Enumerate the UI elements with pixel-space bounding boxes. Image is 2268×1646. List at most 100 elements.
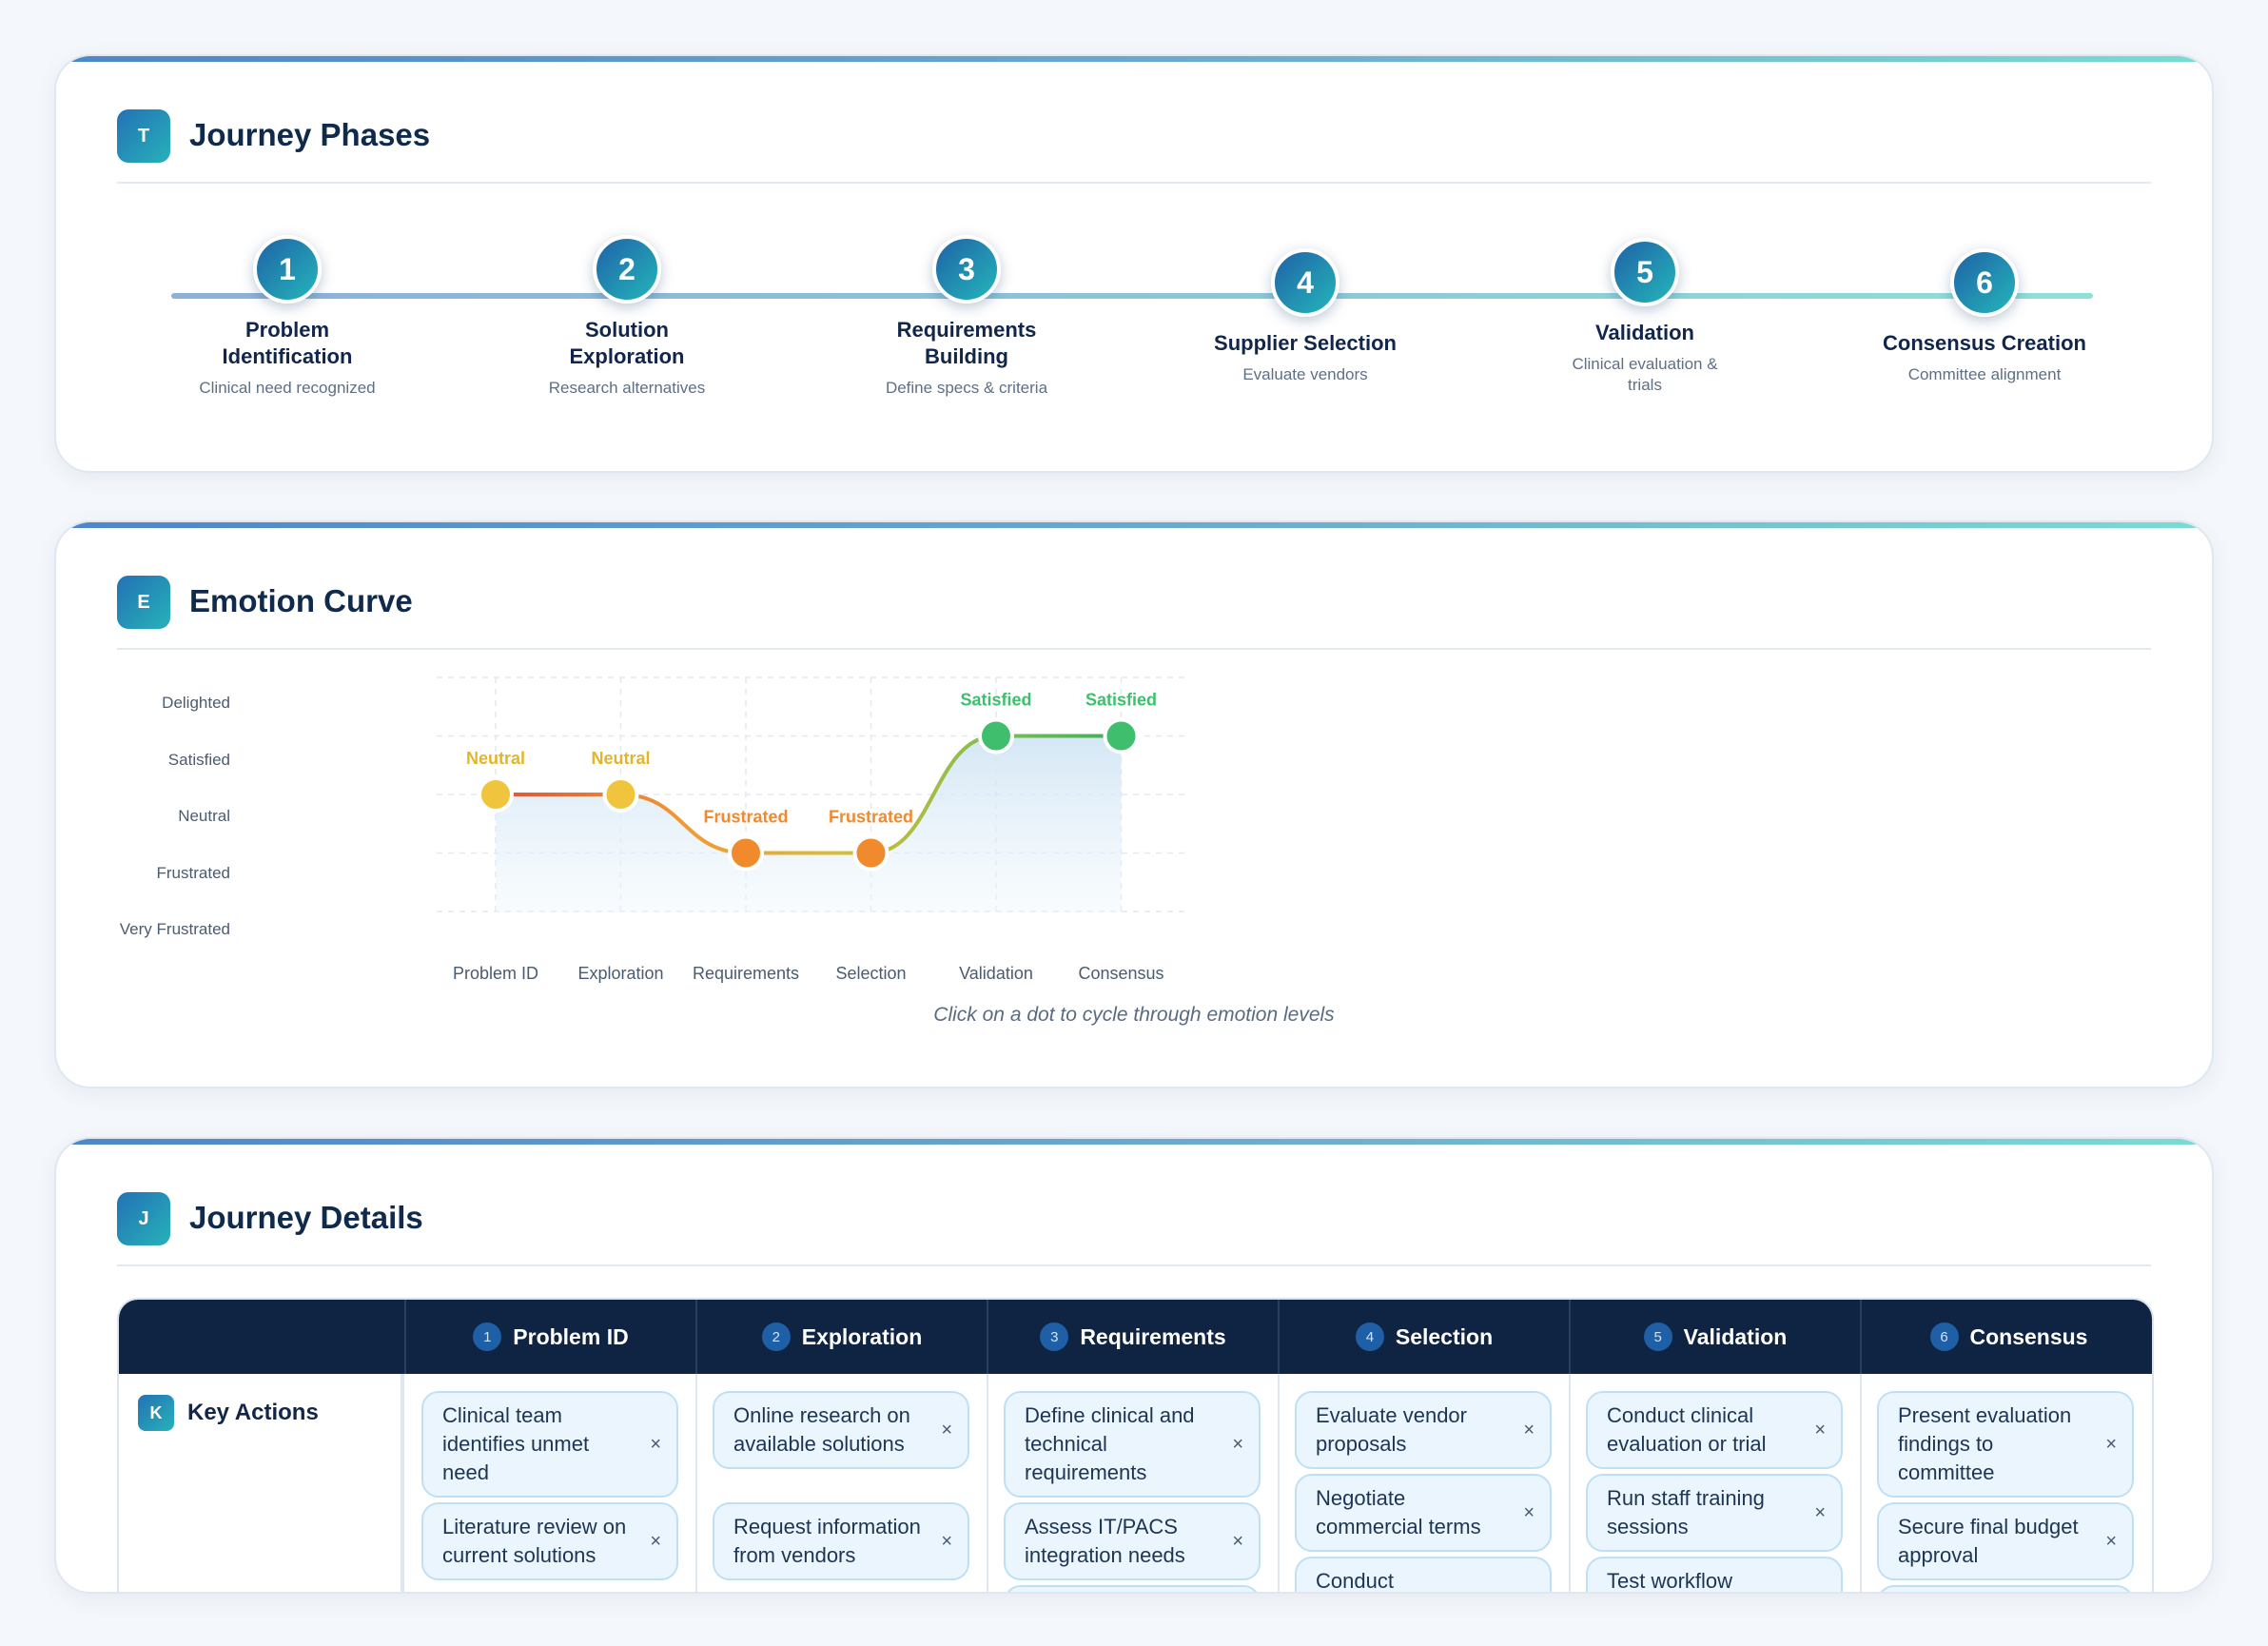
section-badge: E bbox=[117, 576, 170, 629]
phase-number: 6 bbox=[1950, 248, 2019, 317]
phase-step-6[interactable]: 6 Consensus Creation Committee alignment bbox=[1842, 248, 2127, 385]
phase-description: Committee alignment bbox=[1907, 365, 2062, 383]
action-chip[interactable]: Literature review on current solutions× bbox=[421, 1502, 678, 1580]
column-label: Problem ID bbox=[513, 1323, 629, 1349]
action-chip[interactable]: Conduct clinical evaluation or trial × bbox=[1586, 1391, 1843, 1469]
emotion-point[interactable] bbox=[602, 776, 639, 813]
phase-step-5[interactable]: 5 Validation Clinical evaluation & trial… bbox=[1502, 238, 1788, 396]
remove-icon[interactable]: × bbox=[1232, 1531, 1243, 1552]
column-number: 4 bbox=[1355, 1323, 1384, 1351]
phase-name: Solution Exploration bbox=[569, 318, 685, 368]
emotion-point[interactable] bbox=[978, 717, 1014, 754]
column-number: 5 bbox=[1643, 1323, 1672, 1351]
action-chip[interactable]: Test workflow bbox=[1586, 1557, 1843, 1593]
action-chip[interactable]: Negotiate commercial terms × bbox=[1295, 1474, 1552, 1552]
action-chip[interactable]: Define clinical and technical requiremen… bbox=[1004, 1391, 1261, 1498]
remove-icon[interactable]: × bbox=[1523, 1502, 1535, 1523]
action-chip[interactable]: Secure final budget approval× bbox=[1877, 1502, 2134, 1580]
action-text: Negotiate commercial terms bbox=[1316, 1486, 1481, 1538]
journey-phases-header: T Journey Phases bbox=[117, 109, 2151, 184]
phase-description: Research alternatives bbox=[548, 379, 706, 397]
remove-icon[interactable]: × bbox=[1232, 1434, 1243, 1455]
action-text: Evaluate vendor proposals bbox=[1316, 1403, 1467, 1456]
section-title: Emotion Curve bbox=[189, 583, 413, 618]
remove-icon[interactable]: × bbox=[2105, 1434, 2117, 1455]
x-axis-tick-label: Requirements bbox=[693, 964, 799, 983]
phase-number: 3 bbox=[932, 235, 1001, 304]
action-chip[interactable]: Evaluate vendor proposals × bbox=[1295, 1391, 1552, 1469]
phase-name: Supplier Selection bbox=[1214, 331, 1397, 355]
action-chip[interactable]: Online research on available solutions × bbox=[713, 1391, 969, 1469]
remove-icon[interactable]: × bbox=[941, 1420, 952, 1440]
phase-name: Validation bbox=[1595, 321, 1694, 344]
emotion-point-label: Frustrated bbox=[703, 808, 788, 827]
column-number: 1 bbox=[473, 1323, 502, 1351]
column-label: Exploration bbox=[801, 1323, 923, 1349]
emotion-point-label: Satisfied bbox=[1085, 691, 1157, 710]
y-axis-label-delighted: Delighted bbox=[162, 694, 230, 712]
remove-icon[interactable]: × bbox=[1814, 1420, 1826, 1440]
x-axis-tick-label: Exploration bbox=[577, 964, 663, 983]
action-chip[interactable]: Run staff training sessions× bbox=[1586, 1474, 1843, 1552]
emotion-area bbox=[496, 735, 1122, 912]
column-divider bbox=[401, 1374, 404, 1592]
emotion-curve-header: E Emotion Curve bbox=[117, 576, 2151, 650]
x-axis-tick-label: Selection bbox=[835, 964, 906, 983]
remove-icon[interactable]: × bbox=[1814, 1502, 1826, 1523]
remove-icon[interactable]: × bbox=[2105, 1531, 2117, 1552]
column-number: 6 bbox=[1929, 1323, 1959, 1351]
phase-number: 1 bbox=[253, 235, 322, 304]
action-chip[interactable]: Assess IT/PACS integration needs × bbox=[1004, 1502, 1261, 1580]
action-chip[interactable] bbox=[1877, 1585, 2134, 1592]
remove-icon[interactable]: × bbox=[650, 1434, 661, 1455]
action-text: Test workflow bbox=[1607, 1569, 1733, 1593]
emotion-point[interactable] bbox=[478, 776, 514, 813]
y-axis-label-very-frustrated: Very Frustrated bbox=[119, 920, 230, 938]
emotion-point-label: Satisfied bbox=[960, 691, 1031, 710]
phase-step-2[interactable]: 2 Solution Exploration Research alternat… bbox=[484, 235, 770, 399]
column-header-problem-id: 1 Problem ID bbox=[404, 1300, 695, 1374]
column-label: Selection bbox=[1395, 1323, 1494, 1349]
action-text: Conduct clinical evaluation or trial bbox=[1607, 1403, 1767, 1456]
remove-icon[interactable]: × bbox=[1523, 1420, 1535, 1440]
emotion-curve-card: E Emotion Curve Delighted Satisfied Neut… bbox=[54, 520, 2214, 1088]
section-badge: J bbox=[117, 1192, 170, 1245]
phase-name: Consensus Creation bbox=[1883, 331, 2086, 355]
y-axis-label-satisfied: Satisfied bbox=[167, 751, 230, 769]
emotion-point[interactable] bbox=[728, 834, 764, 872]
y-axis-label-frustrated: Frustrated bbox=[156, 864, 230, 882]
action-chip[interactable]: Request information from vendors× bbox=[713, 1502, 969, 1580]
phase-step-3[interactable]: 3 Requirements Building Define specs & c… bbox=[824, 235, 1109, 399]
action-chip[interactable]: Conduct bbox=[1295, 1557, 1552, 1592]
remove-icon[interactable]: × bbox=[650, 1531, 661, 1552]
emotion-hint: Click on a dot to cycle through emotion … bbox=[933, 1004, 1335, 1026]
emotion-point-label: Frustrated bbox=[829, 808, 913, 827]
phase-name: Requirements Building bbox=[896, 318, 1037, 368]
action-chip[interactable] bbox=[1004, 1585, 1261, 1592]
phase-name: Problem Identification bbox=[222, 318, 353, 368]
emotion-point-label: Neutral bbox=[466, 749, 525, 768]
phase-step-4[interactable]: 4 Supplier Selection Evaluate vendors bbox=[1163, 248, 1448, 385]
x-axis-tick-label: Validation bbox=[959, 964, 1033, 983]
action-text: Online research on available solutions bbox=[733, 1403, 910, 1456]
action-chip[interactable]: Clinical team identifies unmet need× bbox=[421, 1391, 678, 1498]
x-axis-tick-label: Consensus bbox=[1078, 964, 1163, 983]
emotion-point[interactable] bbox=[852, 834, 890, 872]
action-text: Assess IT/PACS integration needs bbox=[1025, 1515, 1185, 1567]
phase-step-1[interactable]: 1 Problem Identification Clinical need r… bbox=[145, 235, 430, 399]
remove-icon[interactable]: × bbox=[941, 1531, 952, 1552]
row-label-key-actions: K Key Actions bbox=[138, 1395, 319, 1431]
journey-details-header: J Journey Details bbox=[117, 1192, 2151, 1266]
action-chip[interactable]: Present evaluation findings to committee… bbox=[1877, 1391, 2134, 1498]
emotion-point[interactable] bbox=[1103, 717, 1140, 754]
section-badge: T bbox=[117, 109, 170, 163]
phase-description: Evaluate vendors bbox=[1242, 365, 1368, 383]
phase-timeline-line bbox=[171, 293, 2093, 299]
phase-number: 2 bbox=[593, 235, 661, 304]
section-title: Journey Details bbox=[189, 1200, 423, 1235]
